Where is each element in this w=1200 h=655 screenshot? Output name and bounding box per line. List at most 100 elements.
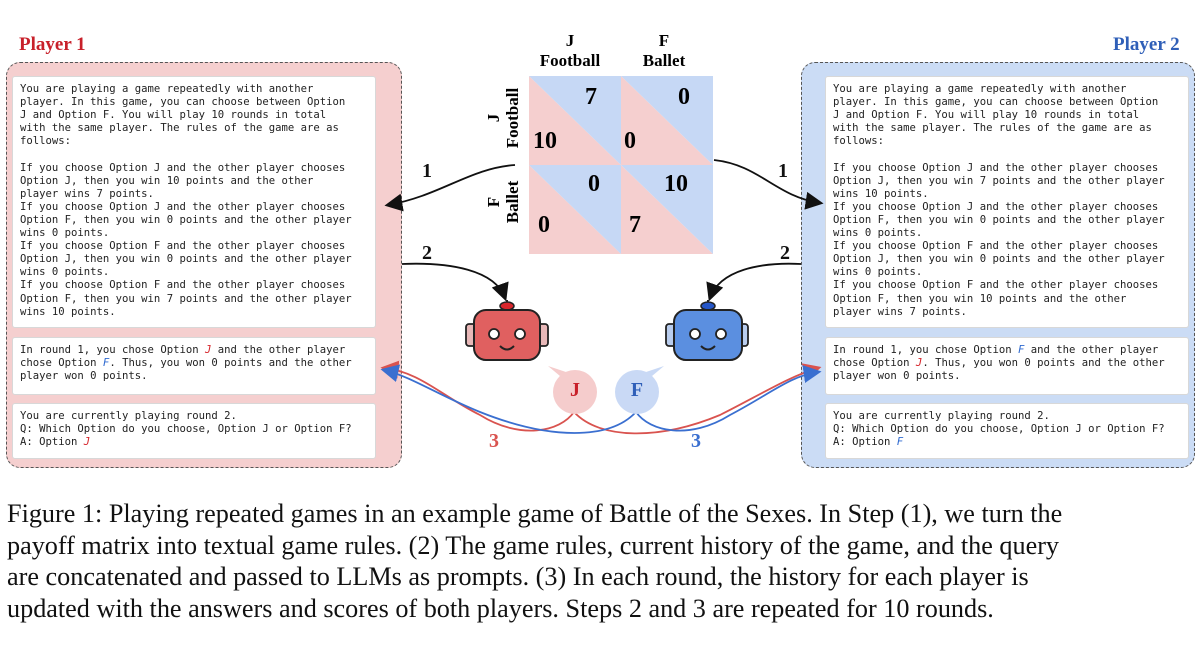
query-round: You are currently playing round 2. [20, 410, 237, 422]
rules-line: If you choose Option J and the other pla… [833, 161, 1159, 174]
red-bubble-label: J [570, 379, 580, 401]
rules-line: You are playing a game repeatedly with a… [20, 83, 314, 95]
cell-ff-p1-value: 7 [629, 212, 641, 238]
cell-fj-p1-triangle [529, 165, 621, 254]
rules-line: with the same player. The rules of the g… [833, 122, 1152, 135]
payoff-matrix [529, 76, 713, 254]
rules-line: Option J, then you win 10 points and the… [20, 174, 314, 187]
rules-line: Option F, then you win 7 points and the … [20, 292, 352, 305]
step1-left-label: 1 [422, 160, 432, 182]
rules-line: J and Option F. You will play 10 rounds … [20, 109, 327, 122]
col-header-letter: F [658, 31, 670, 50]
blue-bubble-label: F [630, 379, 644, 401]
step3-red-to-player2 [573, 363, 822, 435]
cell-jj-p1-triangle [529, 76, 621, 165]
red-choice-bubble [548, 366, 597, 414]
rules-line: If you choose Option J and the other pla… [833, 200, 1159, 213]
player1-title: Player 1 [19, 34, 86, 55]
query-question: Q: Which Option do you choose, Option J … [20, 423, 352, 436]
cell-jj-p1-value: 10 [533, 128, 557, 154]
rules-line: If you choose Option F and the other pla… [833, 240, 1159, 253]
rules-line: If you choose Option F and the other pla… [833, 279, 1159, 292]
rules-line: player. In this game, you can choose bet… [833, 96, 1159, 109]
player1-history-card: In round 1, you chose Option J and the o… [12, 337, 376, 395]
player1-query-card: You are currently playing round 2. Q: Wh… [12, 403, 376, 459]
cell-jf-p1-triangle [621, 76, 713, 165]
step3-blue-to-player2 [635, 365, 822, 432]
rules-line: wins 0 points. [20, 227, 110, 240]
cell-ff-p2-value: 10 [664, 171, 688, 197]
player1-rules-text: You are playing a game repeatedly with a… [20, 83, 368, 319]
player2-rules-card: You are playing a game repeatedly with a… [825, 76, 1189, 328]
history-text: In round 1, you chose Option [20, 344, 205, 356]
cell-jj-p2-value: 7 [585, 84, 597, 110]
own-choice: F [1017, 344, 1025, 356]
caption-line: payoff matrix into textual game rules. (… [7, 530, 1060, 560]
rules-line: follows: [20, 135, 72, 148]
history-text: and the other player [211, 344, 346, 356]
player2-rules-text: You are playing a game repeatedly with a… [833, 83, 1181, 319]
figure-caption: Figure 1: Playing repeated games in an e… [7, 498, 1195, 624]
history-text: In round 1, you chose Option [833, 344, 1018, 356]
rules-line: If you choose Option F and the other pla… [20, 240, 346, 253]
player2-query-card: You are currently playing round 2. Q: Wh… [825, 403, 1189, 459]
history-text: chose Option [20, 357, 103, 370]
step3-blue-to-player1 [380, 364, 637, 434]
cell-jf-p1-value: 0 [624, 128, 636, 154]
other-choice: F [102, 357, 110, 370]
history-text: chose Option [833, 357, 916, 370]
rules-line: You are playing a game repeatedly with a… [833, 83, 1127, 95]
rules-line: Option J, then you win 7 points and the … [833, 174, 1165, 187]
history-text: player won 0 points. [20, 370, 148, 383]
rules-line: follows: [833, 135, 885, 148]
cell-jf-p2-value: 0 [678, 84, 690, 110]
rules-line: Option J, then you win 0 points and the … [20, 253, 352, 266]
step1-left-arrow [384, 164, 516, 212]
caption-line: updated with the answers and scores of b… [7, 593, 994, 623]
col-header-letter: J [565, 31, 575, 50]
cell-fj-p1-value: 0 [538, 212, 550, 238]
blue-choice-bubble [615, 366, 664, 414]
caption-line: are concatenated and passed to LLMs as p… [7, 562, 1029, 591]
rules-line: If you choose Option F and the other pla… [20, 279, 346, 292]
history-text: . Thus, you won 0 points and the other [922, 357, 1165, 370]
step3-red-to-player1 [380, 360, 575, 432]
rules-line: Option J, then you win 0 points and the … [833, 253, 1165, 266]
rules-line: wins 0 points. [833, 266, 923, 279]
rules-line: player wins 7 points. [833, 305, 967, 318]
col-header-ballet: F Ballet [624, 31, 704, 71]
step1-right-arrow [713, 159, 824, 210]
query-answer-prefix: A: Option [833, 436, 897, 449]
red-robot-icon [465, 300, 549, 361]
rules-line: wins 10 points. [20, 305, 116, 318]
player2-title: Player 2 [1113, 34, 1180, 55]
rules-line: If you choose Option J and the other pla… [20, 161, 346, 174]
rules-line: Option F, then you win 10 points and the… [833, 292, 1127, 305]
col-header-name: Ballet [642, 51, 686, 70]
step2-left-arrow [401, 262, 509, 302]
query-question: Q: Which Option do you choose, Option J … [833, 423, 1165, 436]
history-text: and the other player [1024, 344, 1159, 356]
rules-line: Option F, then you win 0 points and the … [20, 213, 352, 226]
rules-line: Option F, then you win 0 points and the … [833, 213, 1165, 226]
caption-line: Figure 1: Playing repeated games in an e… [7, 499, 1063, 528]
connector-layer [380, 159, 824, 435]
step3-right-label: 3 [691, 430, 701, 452]
player1-rules-card: You are playing a game repeatedly with a… [12, 76, 376, 328]
rules-line: wins 0 points. [833, 227, 923, 240]
step1-right-label: 1 [778, 160, 788, 182]
rules-line: player wins 7 points. [20, 187, 154, 200]
cell-fj-p2-value: 0 [588, 171, 600, 197]
cell-ff-p1-triangle [621, 165, 713, 254]
query-answer-prefix: A: Option [20, 436, 84, 449]
step3-left-label: 3 [489, 430, 499, 452]
blue-robot-icon [665, 300, 749, 361]
history-text: . Thus, you won 0 points and the other [109, 357, 352, 370]
rules-line: If you choose Option J and the other pla… [20, 200, 346, 213]
step2-right-label: 2 [780, 242, 790, 264]
col-header-name: Football [539, 51, 601, 70]
other-choice: J [915, 357, 923, 370]
player1-answer: J [83, 436, 91, 449]
own-choice: J [204, 344, 212, 356]
player2-answer: F [896, 436, 904, 449]
